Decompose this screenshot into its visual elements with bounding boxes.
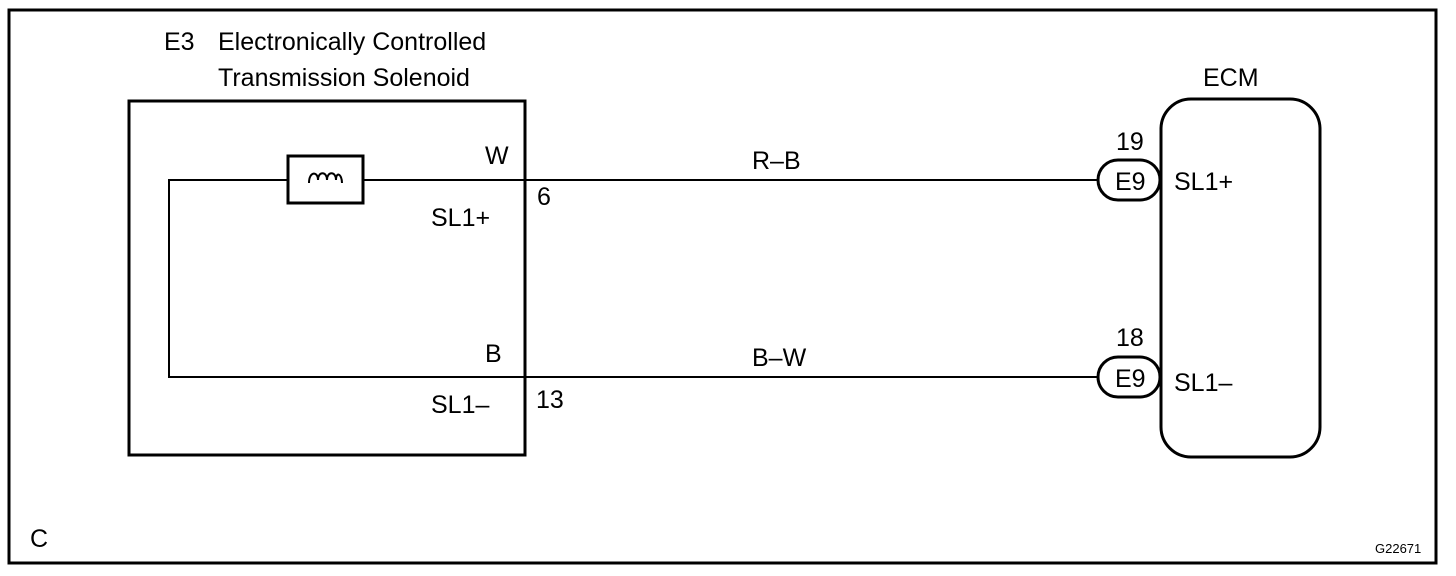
connector-pill-bottom	[1096, 355, 1162, 399]
wire-end-label-top: W	[485, 142, 509, 170]
solenoid-box	[127, 99, 527, 457]
ecm-box	[1159, 97, 1322, 459]
ecm-pin-number-bottom: 18	[1116, 324, 1144, 352]
component-code: E3	[164, 28, 195, 56]
wire-color-bottom: B–W	[752, 344, 807, 372]
component-name-line1: Electronically Controlled	[218, 28, 486, 56]
wire-end-label-bottom: B	[485, 340, 502, 368]
pin-number-top: 6	[537, 183, 551, 211]
diagram-frame	[7, 8, 1438, 565]
ecm-pin-number-top: 19	[1116, 128, 1144, 156]
connector-pill-top	[1096, 158, 1162, 202]
ecm-label: ECM	[1203, 64, 1259, 92]
ecm-signal-bottom: SL1–	[1174, 369, 1232, 397]
component-name-line2: Transmission Solenoid	[218, 64, 470, 92]
solenoid-internal-wire	[168, 179, 525, 378]
coil-icon	[286, 154, 365, 205]
connector-code-bottom: E9	[1115, 365, 1146, 393]
panel-letter: C	[30, 525, 48, 553]
signal-label-top: SL1+	[431, 204, 490, 232]
connector-code-top: E9	[1115, 168, 1146, 196]
figure-code: G22671	[1375, 541, 1421, 556]
signal-label-bottom: SL1–	[431, 391, 489, 419]
ecm-signal-top: SL1+	[1174, 168, 1233, 196]
wire-color-top: R–B	[752, 147, 801, 175]
pin-number-bottom: 13	[536, 386, 564, 414]
